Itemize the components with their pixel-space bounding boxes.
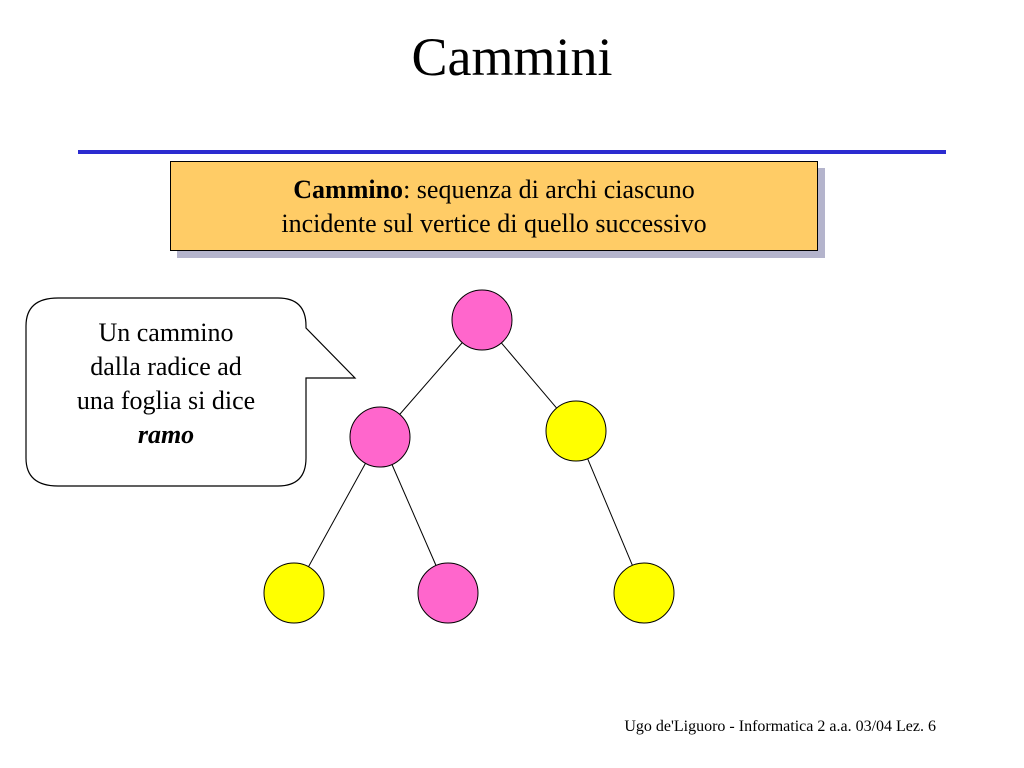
tree-edge-root-to-left-child [399,342,463,415]
tree-node-right-leaf [613,562,675,624]
tree-edge-root-to-right-child [501,342,557,409]
callout-text: Un cammino dalla radice ad una foglia si… [30,316,302,452]
definition-text-2: incidente sul vertice di quello successi… [281,209,707,238]
callout-line-1: Un cammino [98,318,234,347]
tree-node-left-left-leaf [263,562,325,624]
tree-edge-right-child-to-right-leaf [587,458,633,566]
title-divider [78,150,946,154]
tree-node-left-child [349,406,411,468]
callout-line-2: dalla radice ad [90,352,242,381]
callout-shape [25,297,357,487]
tree-node-right-child [545,400,607,462]
callout-emphasis: ramo [137,420,195,449]
definition-text-1: : sequenza di archi ciascuno [403,175,695,204]
definition-box: Cammino: sequenza di archi ciascuno inci… [170,161,818,251]
definition-line-1: Cammino: sequenza di archi ciascuno [171,173,817,207]
tree-edge-left-child-to-left-right-leaf [391,464,437,566]
tree-edge-left-child-to-left-left-leaf [308,463,366,567]
tree-node-left-right-leaf [417,562,479,624]
definition-term: Cammino [293,175,404,204]
footer: Ugo de'Liguoro - Informatica 2 a.a. 03/0… [624,718,936,735]
callout-line-3: una foglia si dice [76,386,256,415]
slide-title: Cammini [411,27,613,87]
tree-node-root [451,289,513,351]
